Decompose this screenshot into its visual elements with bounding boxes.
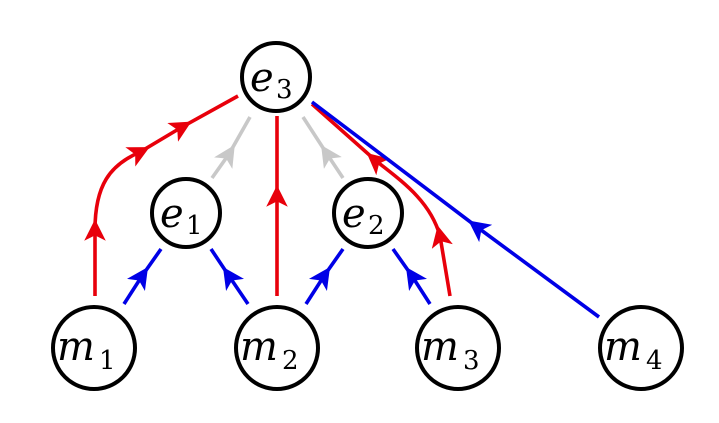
edge-m4-e3 [310, 100, 601, 319]
edge-m2-e1 [209, 248, 250, 306]
node-m2-label: m [240, 324, 278, 370]
edge-m1-e1 [122, 247, 163, 305]
node-e1-label: e [160, 191, 184, 237]
node-e1: e 1 [150, 177, 222, 249]
edge-e2-e3 [301, 116, 345, 179]
node-m2: m 2 [234, 305, 320, 391]
node-e3-label: e [250, 55, 274, 101]
node-e3: e 3 [240, 41, 312, 113]
edge-m3-e2 [391, 247, 432, 305]
node-m3-subscript: 3 [463, 346, 480, 376]
node-m1-label: m [57, 324, 95, 370]
edge-m1-e3 [84, 94, 239, 296]
edge-m2-e2 [304, 247, 345, 305]
node-m2-subscript: 2 [282, 346, 299, 376]
node-m4-label: m [604, 324, 642, 370]
node-m4-subscript: 4 [646, 346, 663, 376]
node-m3-label: m [421, 324, 459, 370]
edges [84, 94, 601, 319]
node-e2-label: e [342, 191, 366, 237]
node-m1-subscript: 1 [99, 346, 116, 376]
node-e2: e 2 [332, 177, 404, 249]
node-e2-subscript: 2 [368, 211, 385, 241]
node-m4: m 4 [598, 305, 684, 391]
node-m1: m 1 [51, 305, 137, 391]
node-m3: m 3 [415, 305, 501, 391]
edge-e1-e3 [210, 116, 252, 180]
node-e3-subscript: 3 [276, 75, 293, 105]
edge-m3-e3 [310, 102, 453, 297]
node-e1-subscript: 1 [186, 211, 203, 241]
